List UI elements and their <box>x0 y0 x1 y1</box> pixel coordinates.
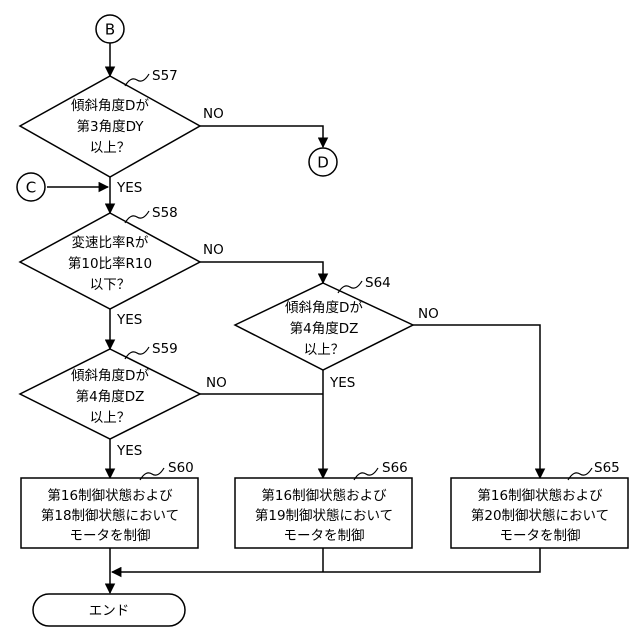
process-s66-line-1: 第16制御状態および <box>261 487 387 504</box>
process-s66: 第16制御状態および 第19制御状態において モータを制御 <box>235 478 412 548</box>
decision-s57-line-1: 傾斜角度Dが <box>71 98 149 114</box>
decision-s58-line-2: 第10比率R10 <box>68 255 152 272</box>
connector-b-label: B <box>105 21 115 39</box>
flow-s65-merge <box>112 548 540 572</box>
process-s65-line-3: モータを制御 <box>500 528 581 544</box>
connector-c-label: C <box>26 179 36 197</box>
decision-s64: 傾斜角度Dが 第4角度DZ 以上？ <box>235 283 413 370</box>
step-s60-label: S60 <box>168 460 194 476</box>
s57-yes-label: YES <box>116 180 142 196</box>
terminal-end-label: エンド <box>89 603 130 619</box>
s58-yes-label: YES <box>116 312 142 328</box>
flow-s58-no-to-s64 <box>200 262 323 283</box>
decision-s59-line-1: 傾斜角度Dが <box>71 368 149 384</box>
connector-d-label: D <box>317 154 329 172</box>
decision-s58-line-3: 以下？ <box>90 277 131 293</box>
step-s66-label: S66 <box>382 460 408 476</box>
process-s65: 第16制御状態および 第20制御状態において モータを制御 <box>451 478 628 548</box>
flow-s57-no-to-d <box>200 126 323 147</box>
connector-d: D <box>309 148 337 176</box>
step-s57-label: S57 <box>152 68 178 84</box>
process-s66-line-2: 第19制御状態において <box>255 507 393 524</box>
decision-s59: 傾斜角度Dが 第4角度DZ 以上？ <box>20 349 200 439</box>
connector-b: B <box>96 15 124 43</box>
decision-s64-line-2: 第4角度DZ <box>290 320 359 337</box>
process-s60-line-1: 第16制御状態および <box>47 487 173 504</box>
decision-s57-line-2: 第3角度DY <box>77 118 145 135</box>
s64-yes-label: YES <box>329 375 355 391</box>
decision-s58-line-1: 変速比率Rが <box>72 234 149 251</box>
decision-s59-line-3: 以上？ <box>90 410 131 426</box>
step-s65-label: S65 <box>594 460 620 476</box>
process-s60-line-2: 第18制御状態において <box>41 507 179 524</box>
s59-no-label: NO <box>206 375 227 391</box>
step-s59-label: S59 <box>152 341 178 357</box>
decision-s57-line-3: 以上？ <box>90 140 131 156</box>
decision-s57: 傾斜角度Dが 第3角度DY 以上？ <box>20 76 200 177</box>
process-s65-line-1: 第16制御状態および <box>477 487 603 504</box>
s59-yes-label: YES <box>116 443 142 459</box>
step-s58-leader <box>125 211 149 223</box>
process-s60: 第16制御状態および 第18制御状態において モータを制御 <box>21 478 198 548</box>
step-s58-label: S58 <box>152 205 178 221</box>
terminal-end: エンド <box>33 594 185 626</box>
s57-no-label: NO <box>203 106 224 122</box>
decision-s59-line-2: 第4角度DZ <box>76 388 145 405</box>
connector-c: C <box>17 173 45 201</box>
step-s57-leader <box>125 74 149 86</box>
step-s59-leader <box>125 347 149 359</box>
process-s66-line-3: モータを制御 <box>284 528 365 544</box>
decision-s58: 変速比率Rが 第10比率R10 以下？ <box>20 213 200 309</box>
decision-s64-line-1: 傾斜角度Dが <box>285 300 363 316</box>
decision-s64-line-3: 以上？ <box>304 342 345 358</box>
flow-s64-no-to-s65 <box>413 325 540 478</box>
s58-no-label: NO <box>203 242 224 258</box>
step-s64-label: S64 <box>365 275 391 291</box>
s64-no-label: NO <box>418 306 439 322</box>
process-s65-line-2: 第20制御状態において <box>471 507 609 524</box>
process-s60-line-3: モータを制御 <box>70 528 151 544</box>
